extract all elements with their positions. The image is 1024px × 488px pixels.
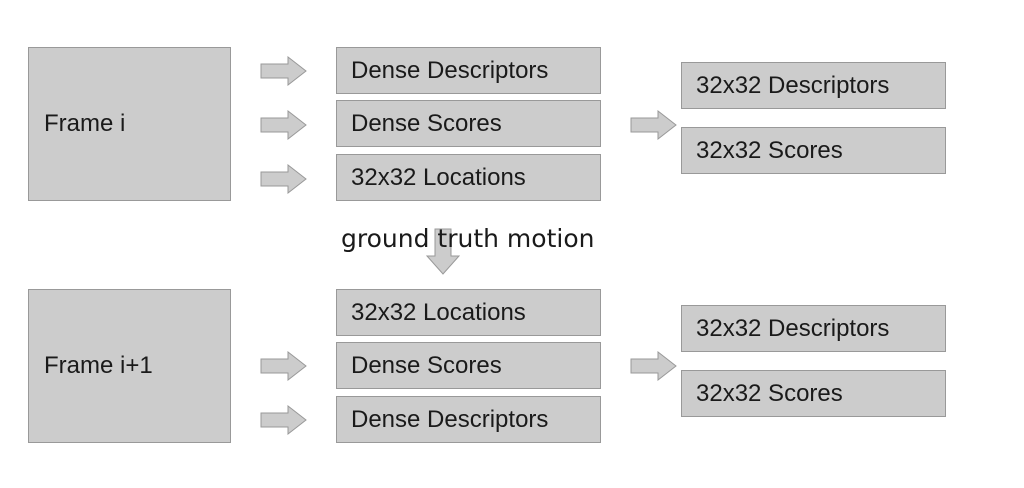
right-arrow-icon xyxy=(260,405,307,435)
bottom-locations-box: 32x32 Locations xyxy=(336,289,601,336)
box-label: 32x32 Descriptors xyxy=(696,314,890,342)
right-arrow-icon xyxy=(630,110,677,140)
top-output-descriptors-box: 32x32 Descriptors xyxy=(681,62,946,109)
box-label: 32x32 Scores xyxy=(696,136,843,164)
box-label: 32x32 Locations xyxy=(351,163,526,191)
bottom-dense-scores-box: Dense Scores xyxy=(336,342,601,389)
top-dense-descriptors-box: Dense Descriptors xyxy=(336,47,601,94)
frame-i-plus-1-box: Frame i+1 xyxy=(28,289,231,443)
right-arrow-icon xyxy=(260,56,307,86)
frame-i-box: Frame i xyxy=(28,47,231,201)
frame-i-label: Frame i xyxy=(44,110,126,137)
bottom-output-descriptors-box: 32x32 Descriptors xyxy=(681,305,946,352)
top-dense-scores-box: Dense Scores xyxy=(336,100,601,147)
frame-i-plus-1-label: Frame i+1 xyxy=(44,352,153,379)
box-label: Dense Descriptors xyxy=(351,405,549,433)
box-label: Dense Descriptors xyxy=(351,56,549,84)
box-label: Dense Scores xyxy=(351,351,502,379)
right-arrow-icon xyxy=(260,351,307,381)
top-locations-box: 32x32 Locations xyxy=(336,154,601,201)
box-label: 32x32 Locations xyxy=(351,298,526,326)
right-arrow-icon xyxy=(260,110,307,140)
right-arrow-icon xyxy=(630,351,677,381)
right-arrow-icon xyxy=(260,164,307,194)
box-label: 32x32 Scores xyxy=(696,379,843,407)
top-output-scores-box: 32x32 Scores xyxy=(681,127,946,174)
down-arrow-icon xyxy=(425,228,461,275)
ground-truth-motion-label: ground truth motion xyxy=(341,224,595,253)
box-label: Dense Scores xyxy=(351,109,502,137)
bottom-output-scores-box: 32x32 Scores xyxy=(681,370,946,417)
box-label: 32x32 Descriptors xyxy=(696,71,890,99)
bottom-dense-descriptors-box: Dense Descriptors xyxy=(336,396,601,443)
